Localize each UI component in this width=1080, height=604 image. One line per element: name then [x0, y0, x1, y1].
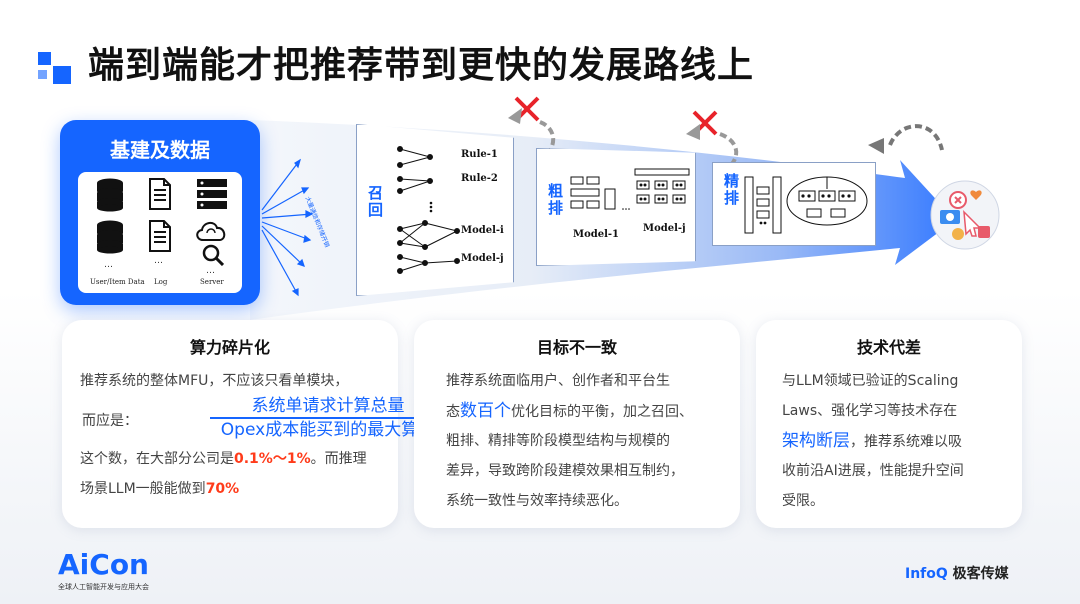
label-log: Log [154, 278, 168, 286]
label-server: Server [200, 278, 224, 286]
highlight-blue: 架构断层 [782, 431, 850, 451]
card-text-line: 架构断层，推荐系统难以吸 [782, 431, 962, 451]
label-user-item-data: User/Item Data [90, 278, 145, 286]
database-icon [97, 178, 123, 212]
stage-recall-card: 召回 Rule-1 Rule-2 Model-i Model-j [356, 124, 514, 296]
model-label-rule-2: Rule-2 [461, 173, 498, 184]
card-text-line: Laws、强化学习等技术存在 [782, 403, 958, 419]
card-text-prefix: 而应是： [82, 413, 138, 429]
fine-ranking-diagram [744, 176, 868, 234]
data-box-inner: … … … User/Item Data Log Server [78, 172, 242, 293]
server-icon [197, 179, 227, 209]
stage-recall-label: 召回 [366, 185, 384, 219]
infoq-logo: InfoQ 极客传媒 [905, 563, 1009, 583]
mfu-fraction: 系统单请求计算总量 Opex成本能买到的最大算力 [208, 396, 448, 440]
card-title: 技术代差 [856, 338, 921, 357]
stage-coarse-ranking-card: 粗排 Model-1 Model-j [536, 148, 696, 266]
coarse-ranking-diagram [570, 168, 690, 210]
card-text-line: 场景LLM一般能做到70% [80, 481, 240, 497]
dots: … [104, 260, 113, 270]
infoq-brand: InfoQ [905, 566, 948, 582]
title-square-icon [38, 46, 76, 84]
card-text-line: 粗排、精排等阶段模型结构与规模的 [446, 433, 670, 449]
model-label-rule-1: Rule-1 [461, 149, 498, 160]
highlight-red: 0.1%～1% [234, 451, 311, 467]
card-technology-gap: 技术代差 与LLM领域已验证的Scaling Laws、强化学习等技术存在 架构… [756, 320, 1022, 528]
model-label-model-1: Model-1 [573, 229, 620, 240]
fraction-numerator: 系统单请求计算总量 [251, 396, 405, 416]
infrastructure-data-box: 基建及数据 [60, 120, 260, 305]
card-goal-inconsistency: 目标不一致 推荐系统面临用户、创作者和平台生 态数百个优化目标的平衡，加之召回、… [414, 320, 740, 528]
aicon-subtitle: 全球人工智能开发与应用大会 [58, 583, 149, 591]
cloud-sync-icon [196, 222, 226, 241]
highlight-red: 70% [205, 481, 240, 497]
card-text-line: 这个数，在大部分公司是0.1%～1%。而推理 [80, 451, 367, 467]
fraction-denominator: Opex成本能买到的最大算力 [220, 419, 436, 440]
card-title: 算力碎片化 [189, 338, 270, 357]
document-icon [149, 220, 171, 252]
card-text-line: 推荐系统面临用户、创作者和平台生 [446, 373, 670, 389]
target-goal-icon [930, 180, 1000, 250]
card-text-line: 差异，导致跨阶段建模效果相互制约， [446, 463, 684, 479]
model-label-model-j: Model-j [461, 253, 504, 264]
stage-coarse-ranking-label: 粗排 [546, 183, 564, 217]
card-compute-fragmentation: 算力碎片化 推荐系统的整体MFU，不应该只看单模块， 而应是： 系统单请求计算总… [62, 320, 446, 528]
card-text-line: 态数百个优化目标的平衡，加之召回、 [446, 401, 693, 421]
search-icon [202, 244, 224, 266]
infoq-text: 极客传媒 [952, 566, 1009, 582]
card-text-line: 收前沿AI进展，性能提升空间 [782, 463, 964, 479]
page-title: 端到端能才把推荐带到更快的发展路线上 [88, 45, 755, 86]
recall-tree-diagram [397, 146, 460, 274]
card-text-line: 系统一致性与效率持续恶化。 [446, 493, 628, 509]
database-icon [97, 220, 123, 254]
model-label-model-i: Model-i [461, 225, 504, 236]
aicon-logo: AiCon [58, 548, 149, 581]
card-title: 目标不一致 [536, 338, 617, 357]
dots: … [154, 256, 163, 266]
model-label-model-j: Model-j [643, 223, 686, 234]
stage-fine-ranking-card: 精排 [712, 162, 876, 246]
card-text-line: 与LLM领域已验证的Scaling [782, 373, 959, 389]
fraction-line [210, 417, 446, 419]
dots: … [206, 266, 215, 276]
card-text-line: 推荐系统的整体MFU，不应该只看单模块， [80, 373, 349, 389]
document-icon [149, 178, 171, 210]
highlight-blue: 数百个 [460, 401, 511, 421]
card-text-line: 受限。 [782, 493, 824, 509]
stage-fine-ranking-label: 精排 [722, 173, 740, 207]
data-box-title: 基建及数据 [110, 138, 210, 162]
